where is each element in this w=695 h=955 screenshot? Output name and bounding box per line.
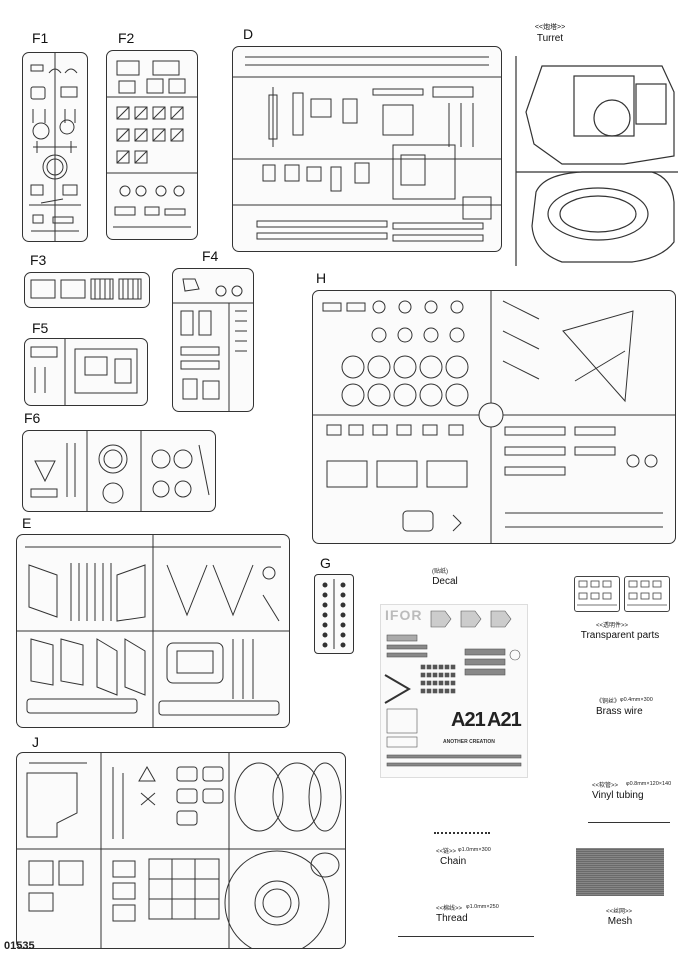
sprue-f1 <box>22 52 88 242</box>
sprue-label-j: J <box>32 734 39 750</box>
chain-spec: φ1.0mm×300 <box>458 847 491 853</box>
chain-zh: <<链>> <box>436 849 457 855</box>
transparent-sprue-2-parts <box>627 580 667 606</box>
sprue-g-parts <box>322 579 346 649</box>
vinyl-spec: φ0.8mm×120×140 <box>626 781 672 787</box>
decal-a21-right: A21 <box>487 709 522 731</box>
page-number: 01535 <box>4 940 35 952</box>
sprue-f5 <box>24 338 148 406</box>
transparent-sprue-1 <box>574 576 620 612</box>
decal-creation: ANOTHER CREATION <box>443 739 495 745</box>
decal-label: Decal <box>432 576 458 587</box>
sprue-label-f4: F4 <box>202 248 219 264</box>
sprue-f1-parts <box>29 53 81 241</box>
sprue-label-f5: F5 <box>32 320 49 336</box>
sprue-label-f3: F3 <box>30 252 47 268</box>
sprue-label-f6: F6 <box>24 410 41 426</box>
sprue-h-parts <box>313 291 675 543</box>
sprue-e <box>16 534 290 728</box>
sprue-f4-parts <box>173 278 253 411</box>
thread-spec: φ1.0mm×250 <box>466 904 499 910</box>
sprue-label-f1: F1 <box>32 30 49 46</box>
decal-sheet: IFOR A21 A21 ANOTHER CREATION <box>380 604 528 778</box>
sprue-g <box>314 574 354 654</box>
transparent-zh: <<透明件>> <box>596 623 629 629</box>
sprue-f5-parts <box>30 339 138 405</box>
sprue-f2-parts <box>107 60 197 228</box>
sprue-f2 <box>106 50 198 240</box>
sprue-f6 <box>22 430 216 512</box>
brass-spec: φ0.4mm×300 <box>620 697 653 703</box>
decal-marks <box>384 610 522 767</box>
sprue-f3 <box>24 272 150 308</box>
sprue-h <box>312 290 676 544</box>
turret-parts <box>512 52 682 270</box>
mesh-sample <box>576 848 664 896</box>
sprue-label-h: H <box>316 270 327 286</box>
sprue-label-g: G <box>320 555 331 571</box>
vinyl-zh: <<软管>> <box>592 783 619 789</box>
sprue-label-d: D <box>243 26 254 42</box>
decal-ifor: IFOR <box>385 607 423 623</box>
thread-zh: <<棉线>> <box>436 906 463 912</box>
sprue-d-parts <box>233 56 501 242</box>
sprue-label-f2: F2 <box>118 30 135 46</box>
transparent-sprue-2 <box>624 576 670 612</box>
mesh-zh: <<丝网>> <box>606 909 633 915</box>
sprue-e-parts <box>17 535 289 727</box>
chain-label: Chain <box>440 856 467 867</box>
thread-line <box>398 936 534 937</box>
mesh-label: Mesh <box>607 916 633 927</box>
turret-zh: <<炮塔>> <box>534 24 566 31</box>
decal-zh: (贴纸) <box>432 569 448 575</box>
sprue-f4 <box>172 268 254 412</box>
turret-label: Turret <box>536 33 564 44</box>
sprue-f3-parts <box>30 278 142 300</box>
sprue-label-e: E <box>22 515 32 531</box>
transparent-sprue-1-parts <box>577 580 617 606</box>
sprue-d <box>232 46 502 252</box>
brass-zh: 《铜丝》 <box>596 699 621 705</box>
transparent-label: Transparent parts <box>580 630 660 641</box>
decal-a21-left: A21 <box>451 709 486 731</box>
vinyl-label: Vinyl tubing <box>592 790 644 801</box>
sprue-j-parts <box>17 753 345 948</box>
thread-label: Thread <box>436 913 468 924</box>
chain-sample <box>434 832 490 834</box>
turret-drawing <box>515 56 678 266</box>
vinyl-line <box>588 822 670 823</box>
sprue-j <box>16 752 346 949</box>
brass-label: Brass wire <box>596 706 643 717</box>
sprue-f6-parts <box>30 431 210 511</box>
